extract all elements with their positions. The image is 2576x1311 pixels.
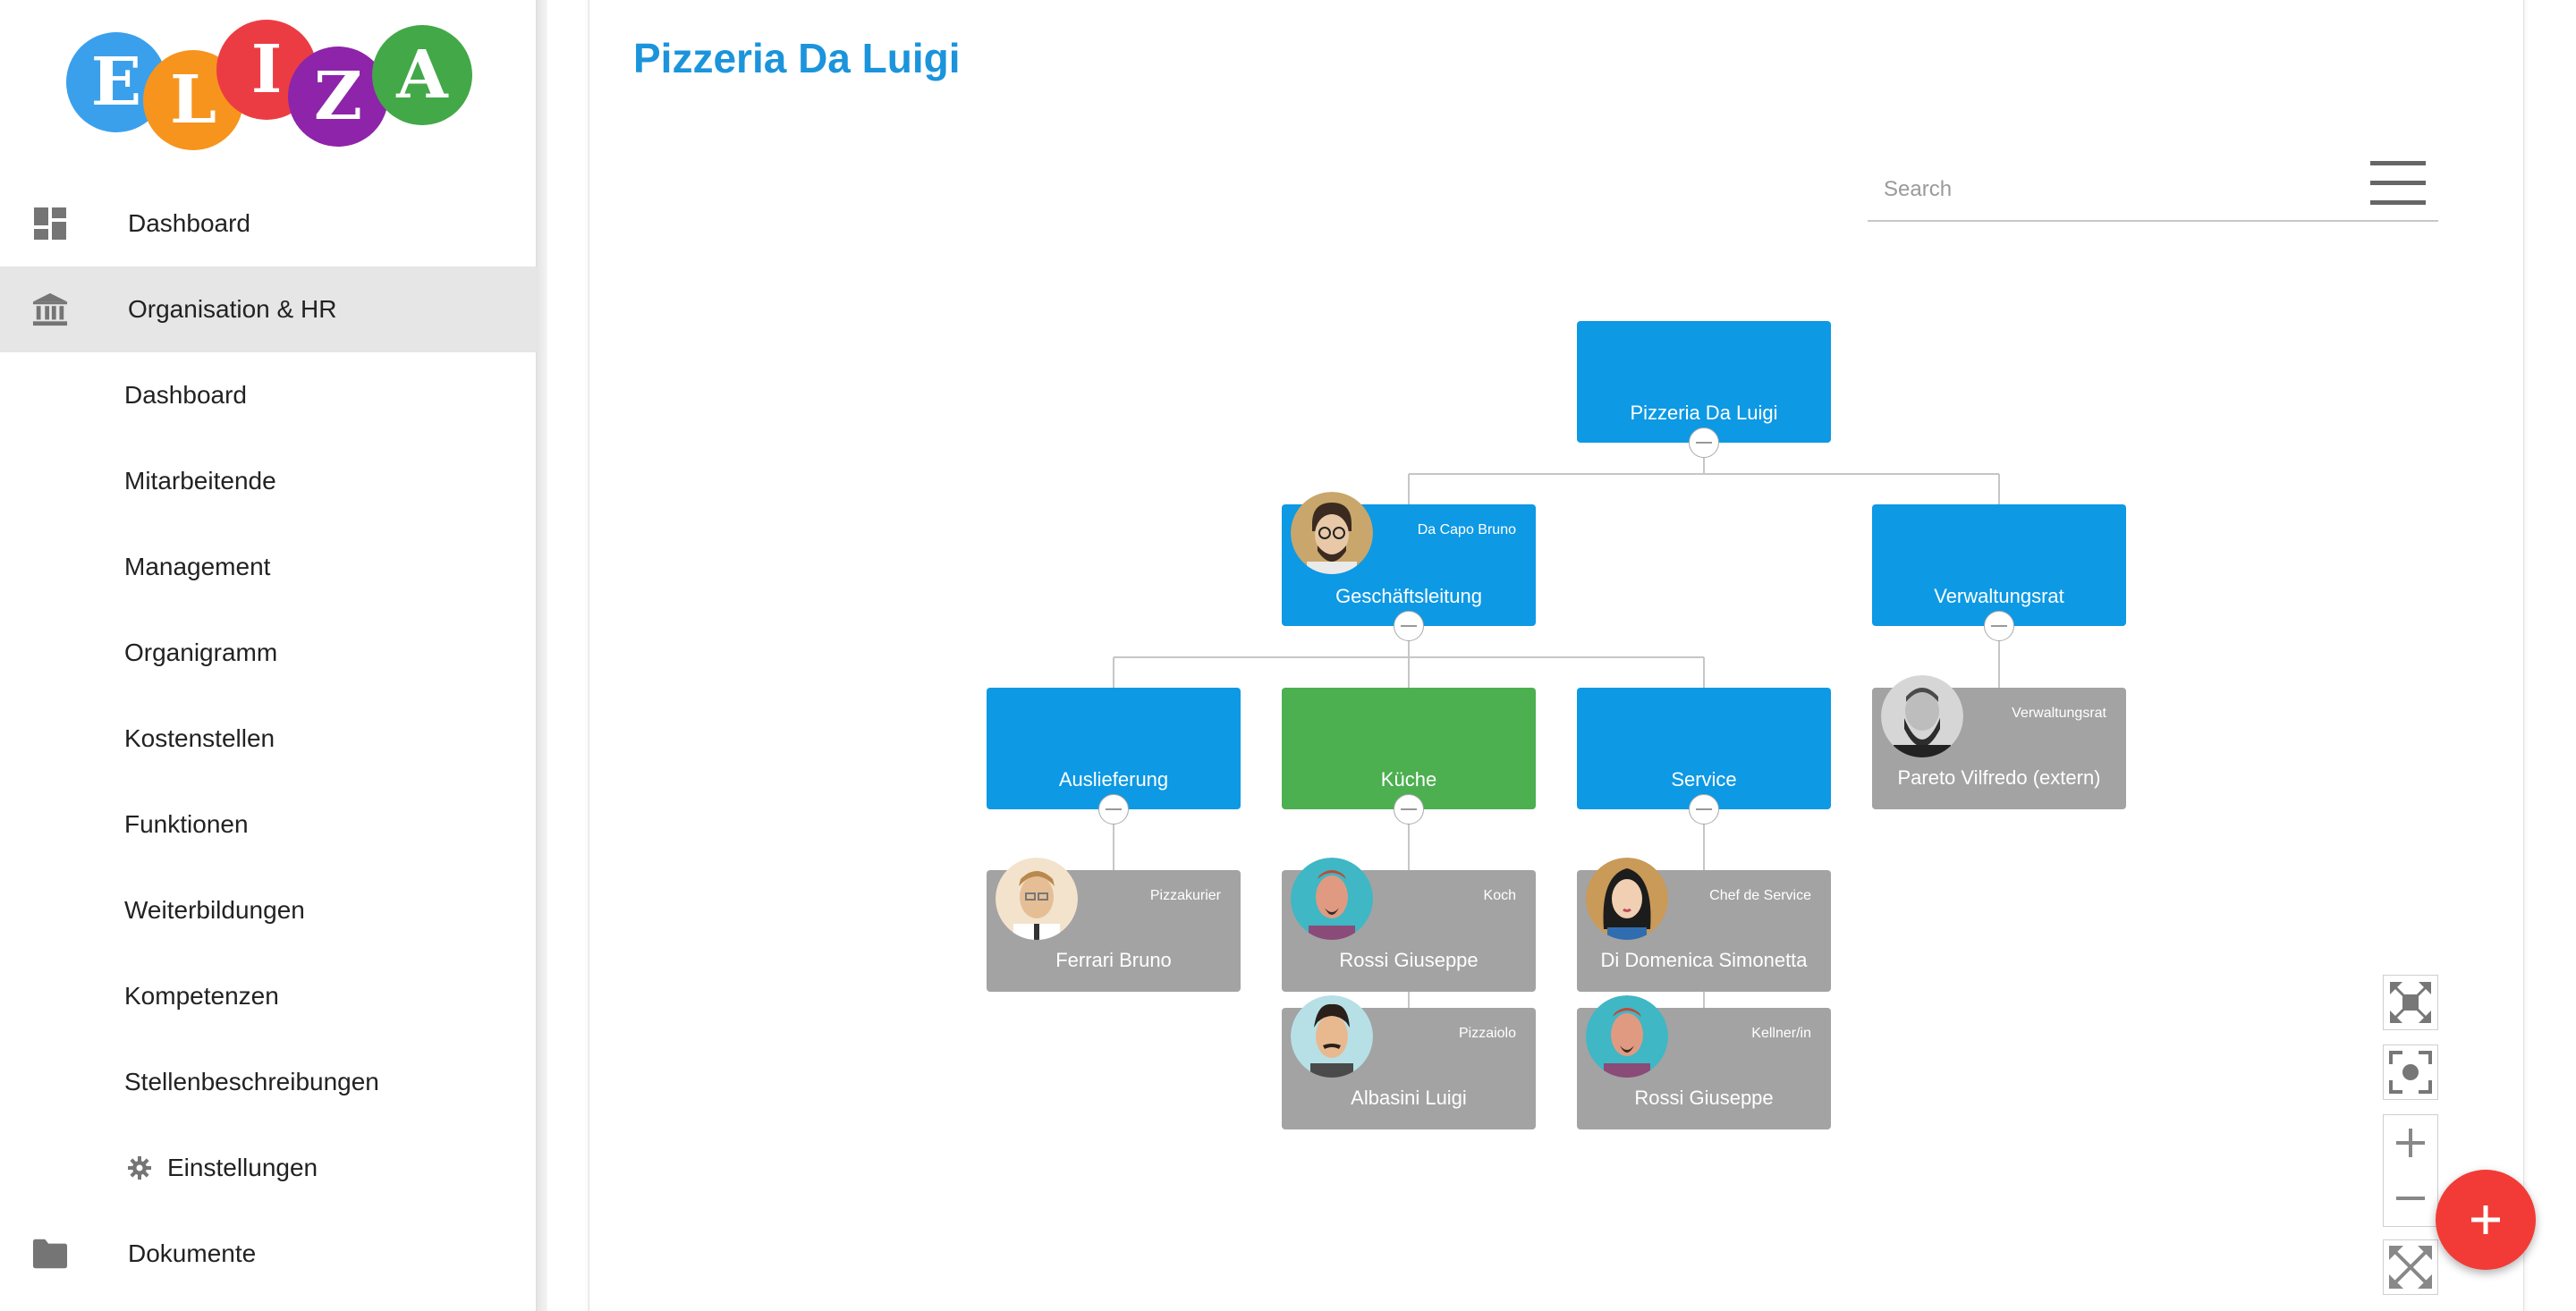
zoom-controls	[2383, 1114, 2438, 1227]
logo-letter-z: Z	[288, 47, 388, 147]
org-person-domenica[interactable]: Chef de Service Di Domenica Simonetta	[1577, 858, 1831, 992]
node-role: Pizzaiolo	[1458, 1026, 1516, 1041]
focus-icon	[2389, 1051, 2432, 1094]
add-button[interactable]	[2436, 1170, 2536, 1270]
sidebar-subitem-organigramm[interactable]: Organigramm	[0, 610, 537, 696]
sidebar-item-label: Stellenbeschreibungen	[124, 1068, 379, 1095]
sidebar-item-label: Organisation & HR	[128, 295, 337, 323]
sidebar-subitem-einstellungen[interactable]: Einstellungen	[0, 1125, 537, 1211]
node-role: Kellner/in	[1751, 1026, 1811, 1041]
node-title: Geschäftsleitung	[1335, 585, 1482, 607]
sidebar-item-label: Einstellungen	[167, 1154, 318, 1181]
sidebar-subitem-management[interactable]: Management	[0, 524, 537, 610]
node-person-name: Di Domenica Simonetta	[1600, 949, 1808, 971]
node-person-name: Pareto Vilfredo (extern)	[1897, 766, 2101, 789]
sidebar-subitem-funktionen[interactable]: Funktionen	[0, 782, 537, 867]
fit-screen-icon	[2390, 982, 2431, 1023]
search-input[interactable]	[1884, 170, 2349, 209]
gear-icon	[122, 1150, 157, 1186]
sidebar: E L I Z A Dashboard Organisation & HR Da…	[0, 0, 537, 1311]
sidebar-item-dokumente[interactable]: Dokumente	[0, 1211, 537, 1297]
hamburger-menu-icon[interactable]	[2370, 161, 2426, 206]
org-node-geschaeftsleitung[interactable]: Da Capo Bruno Geschäftsleitung	[1282, 492, 1536, 626]
node-person-name: Albasini Luigi	[1351, 1087, 1467, 1109]
folder-icon	[32, 1236, 68, 1272]
node-title: Pizzeria Da Luigi	[1630, 402, 1778, 424]
node-person-name: Ferrari Bruno	[1055, 949, 1172, 971]
dashboard-icon	[32, 206, 68, 241]
zoom-out-button[interactable]	[2393, 1171, 2428, 1226]
sidebar-item-organisation-hr[interactable]: Organisation & HR	[0, 266, 537, 352]
avatar	[1881, 675, 1963, 757]
sidebar-item-label: Weiterbildungen	[124, 896, 305, 924]
avatar	[1291, 995, 1373, 1078]
node-title: Küche	[1380, 768, 1437, 791]
sidebar-subitem-stellenbeschreibungen[interactable]: Stellenbeschreibungen	[0, 1039, 537, 1125]
collapse-kueche-toggle[interactable]	[1394, 794, 1424, 825]
center-view-button[interactable]	[2383, 1045, 2438, 1100]
node-person-name: Da Capo Bruno	[1417, 522, 1516, 537]
sidebar-divider	[537, 0, 547, 1311]
org-person-rossi-koch[interactable]: Koch Rossi Giuseppe	[1282, 858, 1536, 992]
sidebar-item-label: Management	[124, 553, 271, 580]
expand-icon	[2389, 1246, 2432, 1289]
sidebar-subitem-weiterbildungen[interactable]: Weiterbildungen	[0, 867, 537, 953]
plus-icon	[2396, 1129, 2425, 1157]
fullscreen-button[interactable]	[2383, 1239, 2438, 1295]
org-node-verwaltungsrat[interactable]: Verwaltungsrat	[1872, 504, 2126, 626]
sidebar-subitem-kompetenzen[interactable]: Kompetenzen	[0, 953, 537, 1039]
collapse-auslieferung-toggle[interactable]	[1098, 794, 1129, 825]
sidebar-item-label: Dashboard	[124, 381, 247, 409]
logo-letter-a: A	[372, 25, 472, 125]
avatar	[1291, 858, 1373, 940]
collapse-service-toggle[interactable]	[1689, 794, 1719, 825]
sidebar-subitem-mitarbeitende[interactable]: Mitarbeitende	[0, 438, 537, 524]
org-person-rossi-kellner[interactable]: Kellner/in Rossi Giuseppe	[1577, 995, 1831, 1129]
sidebar-subitem-dashboard[interactable]: Dashboard	[0, 352, 537, 438]
org-node-kueche[interactable]: Küche	[1282, 688, 1536, 809]
avatar	[996, 858, 1078, 940]
node-title: Auslieferung	[1058, 768, 1169, 791]
node-person-name: Rossi Giuseppe	[1339, 949, 1479, 971]
sidebar-item-label: Dashboard	[128, 209, 250, 237]
avatar	[1586, 995, 1668, 1078]
sidebar-subitem-kostenstellen[interactable]: Kostenstellen	[0, 696, 537, 782]
collapse-geschaeftsleitung-toggle[interactable]	[1394, 611, 1424, 641]
sidebar-item-label: Kompetenzen	[124, 982, 279, 1010]
org-person-pareto[interactable]: Verwaltungsrat Pareto Vilfredo (extern)	[1872, 675, 2126, 809]
search-field	[1868, 157, 2438, 222]
sidebar-item-label: Funktionen	[124, 810, 249, 838]
bank-icon	[32, 292, 68, 327]
eliza-logo[interactable]: E L I Z A	[63, 18, 483, 152]
node-title: Verwaltungsrat	[1934, 585, 2064, 607]
org-node-auslieferung[interactable]: Auslieferung	[987, 688, 1241, 809]
sidebar-item-label: Kostenstellen	[124, 724, 275, 752]
org-person-albasini[interactable]: Pizzaiolo Albasini Luigi	[1282, 995, 1536, 1129]
node-role: Koch	[1483, 888, 1516, 903]
sidebar-item-label: Organigramm	[124, 639, 278, 666]
sidebar-item-label: Dokumente	[128, 1239, 257, 1267]
avatar	[1586, 858, 1668, 940]
node-person-name: Rossi Giuseppe	[1634, 1087, 1774, 1109]
plus-icon	[2471, 1205, 2500, 1234]
org-person-ferrari[interactable]: Pizzakurier Ferrari Bruno	[987, 858, 1241, 992]
zoom-in-button[interactable]	[2393, 1115, 2428, 1171]
node-role: Verwaltungsrat	[2012, 706, 2106, 721]
page-title: Pizzeria Da Luigi	[633, 35, 961, 81]
collapse-root-toggle[interactable]	[1689, 427, 1719, 458]
collapse-verwaltungsrat-toggle[interactable]	[1984, 611, 2014, 641]
org-node-service[interactable]: Service	[1577, 688, 1831, 809]
avatar	[1291, 492, 1373, 574]
fit-to-screen-button[interactable]	[2383, 975, 2438, 1030]
sidebar-item-dashboard[interactable]: Dashboard	[0, 181, 537, 266]
node-role: Pizzakurier	[1149, 888, 1221, 903]
org-node-root[interactable]: Pizzeria Da Luigi	[1577, 321, 1831, 443]
node-role: Chef de Service	[1709, 888, 1811, 903]
node-title: Service	[1671, 768, 1737, 791]
minus-icon	[2396, 1197, 2425, 1200]
sidebar-item-label: Mitarbeitende	[124, 467, 276, 495]
